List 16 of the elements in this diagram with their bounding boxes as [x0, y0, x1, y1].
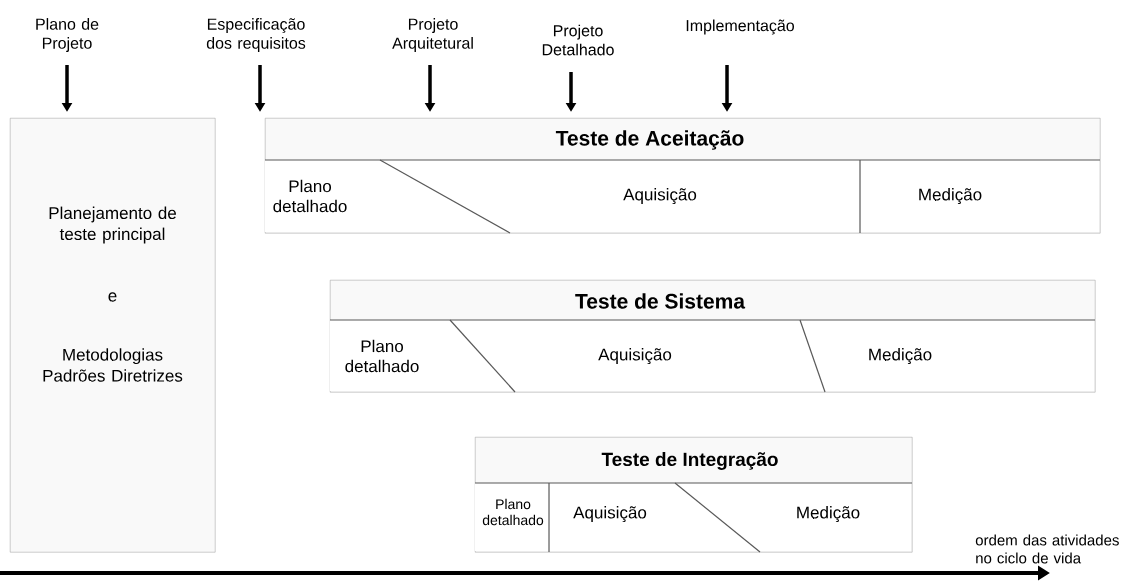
activity-cell: Plano detalhado: [482, 498, 544, 526]
phase-label: Especificação dos requisitos: [206, 18, 306, 52]
activity-cell: Medição: [869, 348, 932, 364]
axis-label: ordem das atividades no ciclo de vida: [975, 534, 1119, 564]
phase-label: Projeto Arquitetural: [392, 18, 473, 52]
activity-cell: Plano detalhado: [273, 179, 347, 213]
phase-label: Plano de Projeto: [36, 18, 99, 52]
activity-cell: Aquisição: [573, 506, 647, 522]
activity-cell: Plano detalhado: [345, 339, 419, 373]
phase-label: Implementação: [686, 19, 794, 35]
activity-cell: Medição: [797, 506, 860, 522]
planning-box: Planejamento de teste principal e Metodologias Padrões Diretrizes: [10, 118, 216, 553]
activity-cell: Aquisição: [598, 348, 672, 364]
phase-label: Projeto Detalhado: [542, 24, 614, 56]
activity-cell: Aquisição: [623, 188, 697, 204]
activity-cell: Medição: [919, 188, 982, 204]
